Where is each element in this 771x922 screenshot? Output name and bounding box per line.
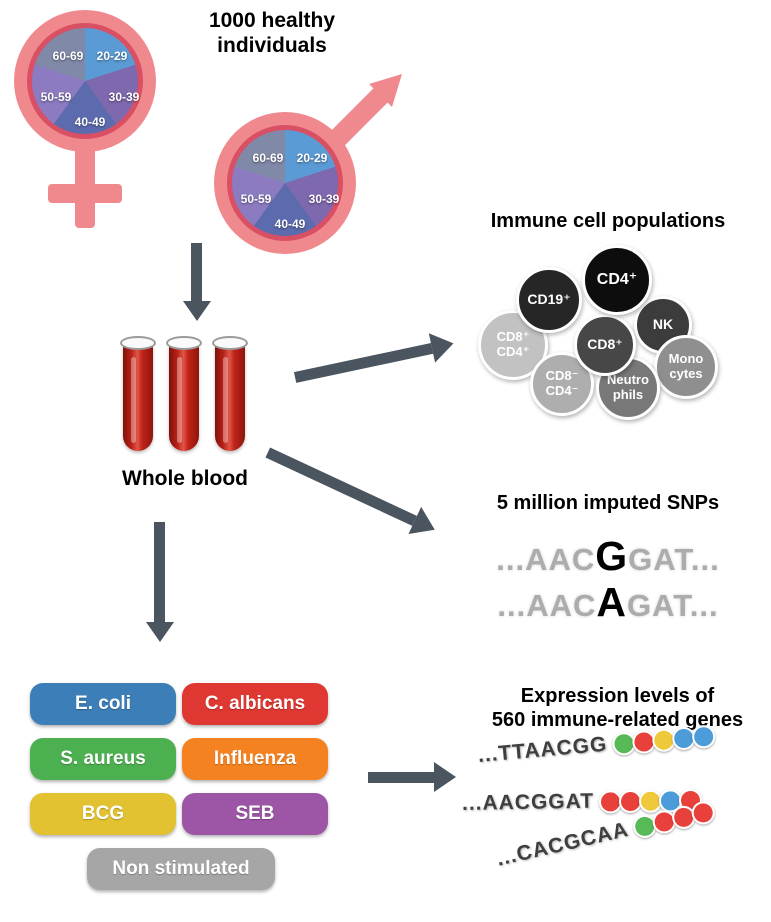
age-slice-label: 30-39 xyxy=(308,192,340,206)
female-symbol-crossbar xyxy=(48,184,122,203)
tube-gloss xyxy=(131,357,136,443)
arrow-stem xyxy=(191,243,202,301)
cell-cd19pos: CD19⁺ xyxy=(516,267,582,333)
age-slice-label: 30-39 xyxy=(108,90,140,104)
sequence-prefix: ...AAC xyxy=(496,542,596,577)
arrow-stem xyxy=(265,447,417,526)
arrow-head-icon xyxy=(146,622,174,642)
male-symbol-ring: 20-29 30-39 40-49 50-59 60-69 xyxy=(214,112,356,254)
test-tube xyxy=(120,336,156,454)
age-slice-label: 60-69 xyxy=(52,49,84,63)
male-symbol: 20-29 30-39 40-49 50-59 60-69 xyxy=(214,60,414,260)
sequence-prefix: ...AAC xyxy=(497,588,597,623)
tube-rim xyxy=(120,336,156,350)
age-slice-label: 40-49 xyxy=(74,115,106,129)
arrow-stem xyxy=(293,343,434,383)
tube-rim xyxy=(166,336,202,350)
cohort-title: 1000 healthy individuals xyxy=(208,9,336,58)
cell-cd8neg-cd4neg: CD8⁻ CD4⁻ xyxy=(530,352,594,416)
arrow-to-snps xyxy=(262,438,442,544)
immune-cells-section: Immune cell populations CD8⁺ CD4⁺ CD19⁺ … xyxy=(448,210,768,440)
expression-title: Expression levels of 560 immune-related … xyxy=(491,685,744,731)
stimulus-ecoli: E. coli xyxy=(30,683,176,725)
age-slice-label: 40-49 xyxy=(274,217,306,231)
tube-gloss xyxy=(223,357,228,443)
arrow-stem xyxy=(368,772,434,783)
cell-cd4pos: CD4⁺ xyxy=(582,245,652,315)
cell-monocytes: Mono cytes xyxy=(654,335,718,399)
blood-tubes-group xyxy=(120,336,250,461)
stimulus-bcg: BCG xyxy=(30,793,176,835)
immune-cells-title: Immune cell populations xyxy=(490,210,726,232)
snp-sequence: ...AACGGAT... xyxy=(448,535,768,581)
snps-section: 5 million imputed SNPs ...AACGGAT... ...… xyxy=(448,492,768,627)
age-slice-label: 20-29 xyxy=(96,49,128,63)
gene-sequence: ...AACGGAT xyxy=(461,789,595,815)
arrow-to-expression xyxy=(368,762,456,792)
test-tube xyxy=(166,336,202,454)
stimulus-saureus: S. aureus xyxy=(30,738,176,780)
arrow-to-immune-cells xyxy=(292,328,457,392)
sequence-suffix: GAT... xyxy=(628,542,720,577)
age-slice-label: 20-29 xyxy=(296,151,328,165)
snp-variant-letter: A xyxy=(596,579,628,625)
female-age-pie-chart: 20-29 30-39 40-49 50-59 60-69 xyxy=(27,23,143,139)
test-tube xyxy=(212,336,248,454)
age-slice-label: 60-69 xyxy=(252,151,284,165)
arrow-to-stimulations xyxy=(146,522,174,644)
stimulus-non-stimulated: Non stimulated xyxy=(87,848,275,890)
snps-title: 5 million imputed SNPs xyxy=(496,492,720,514)
age-slice-label: 50-59 xyxy=(240,192,272,206)
arrow-to-whole-blood xyxy=(183,243,211,321)
arrow-head-icon xyxy=(434,762,456,792)
tube-blood xyxy=(123,343,153,451)
age-slice-label: 50-59 xyxy=(40,90,72,104)
whole-blood-label: Whole blood xyxy=(122,467,248,490)
male-age-pie-chart: 20-29 30-39 40-49 50-59 60-69 xyxy=(227,125,343,241)
cell-cd8pos: CD8⁺ xyxy=(574,314,636,376)
gene-sequence: ...CACGCAA xyxy=(494,817,631,871)
tube-rim xyxy=(212,336,248,350)
expression-dot xyxy=(690,723,716,749)
arrow-stem xyxy=(154,522,165,622)
tube-gloss xyxy=(177,357,182,443)
sequence-suffix: GAT... xyxy=(627,588,719,623)
female-symbol-ring: 20-29 30-39 40-49 50-59 60-69 xyxy=(14,10,156,152)
tube-blood xyxy=(169,343,199,451)
snp-variant-letter: G xyxy=(595,533,629,579)
tube-blood xyxy=(215,343,245,451)
arrow-head-icon xyxy=(408,506,442,544)
stimulus-seb: SEB xyxy=(182,793,328,835)
snp-sequence: ...AACAGAT... xyxy=(448,581,768,627)
male-symbol-arrow-icon xyxy=(326,74,402,150)
stimulus-calbicans: C. albicans xyxy=(182,683,328,725)
cell-neutrophils: Neutro phils xyxy=(596,356,660,420)
gene-sequence: ...TTAACGG xyxy=(476,732,609,767)
stimulus-influenza: Influenza xyxy=(182,738,328,780)
arrow-head-icon xyxy=(183,301,211,321)
stimulations-section: E. coli C. albicans S. aureus Influenza … xyxy=(30,683,362,893)
female-symbol: 20-29 30-39 40-49 50-59 60-69 xyxy=(14,10,174,245)
